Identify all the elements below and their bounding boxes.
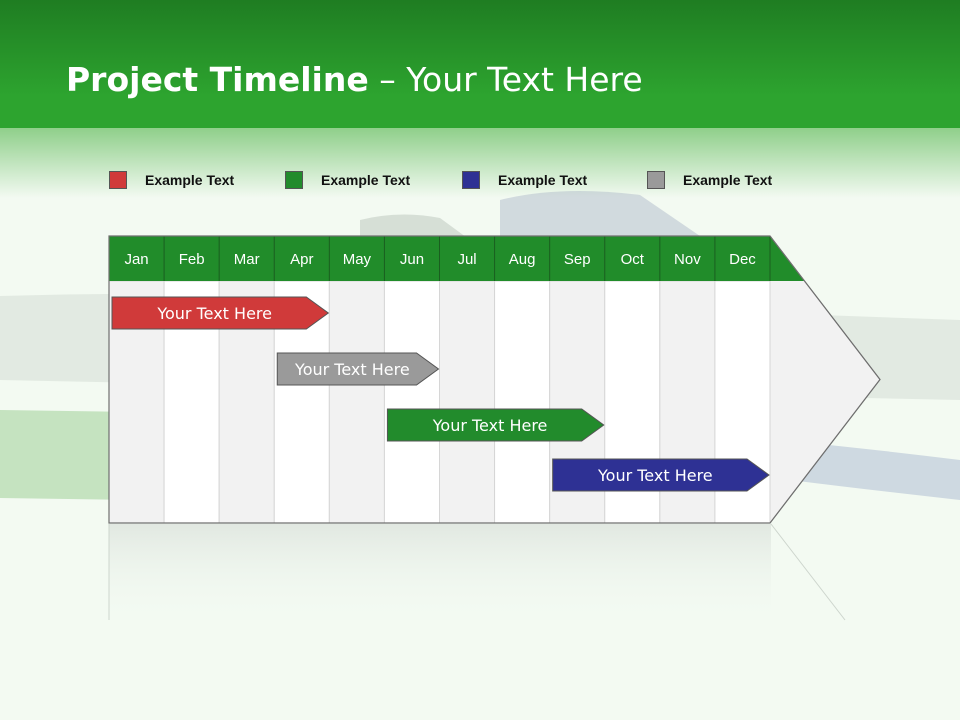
month-label-dec: Dec [729,251,756,268]
month-label-aug: Aug [509,251,536,268]
task-bar-3 [386,408,605,442]
legend-item-2: Example Text [285,170,410,190]
legend-swatch-1 [109,171,127,189]
page-title: Project Timeline – Your Text Here [66,60,643,99]
month-column [439,280,496,524]
task-label-1: Your Text Here [156,304,272,323]
task-label-2: Your Text Here [294,360,410,379]
task-bar-2 [276,352,440,386]
legend-item-1: Example Text [109,170,234,190]
month-label-jun: Jun [400,251,424,268]
month-column [328,280,385,524]
task-label-4: Your Text Here [597,466,713,485]
title-bold: Project Timeline [66,60,369,99]
month-column [494,280,551,524]
task-label-3: Your Text Here [432,416,548,435]
legend-label-4: Example Text [683,172,773,188]
legend-label-3: Example Text [498,172,588,188]
month-label-mar: Mar [234,251,260,268]
legend-swatch-4 [647,171,665,189]
legend-item-3: Example Text [462,170,587,190]
month-label-sep: Sep [564,251,591,268]
month-label-nov: Nov [674,251,701,268]
month-label-may: May [343,251,372,268]
legend-swatch-3 [462,171,480,189]
month-column [383,280,440,524]
legend-item-4: Example Text [647,170,772,190]
task-bar-1 [111,296,330,330]
timeline-outline [108,235,881,524]
legend-swatch-2 [285,171,303,189]
legend-label-2: Example Text [321,172,411,188]
title-rest: – Your Text Here [368,60,643,99]
legend-label-1: Example Text [145,172,235,188]
month-label-jan: Jan [124,251,148,268]
month-label-oct: Oct [621,251,645,268]
task-bar-4 [552,458,770,492]
month-label-feb: Feb [179,251,205,268]
month-label-jul: Jul [457,251,476,268]
month-label-apr: Apr [290,251,313,268]
